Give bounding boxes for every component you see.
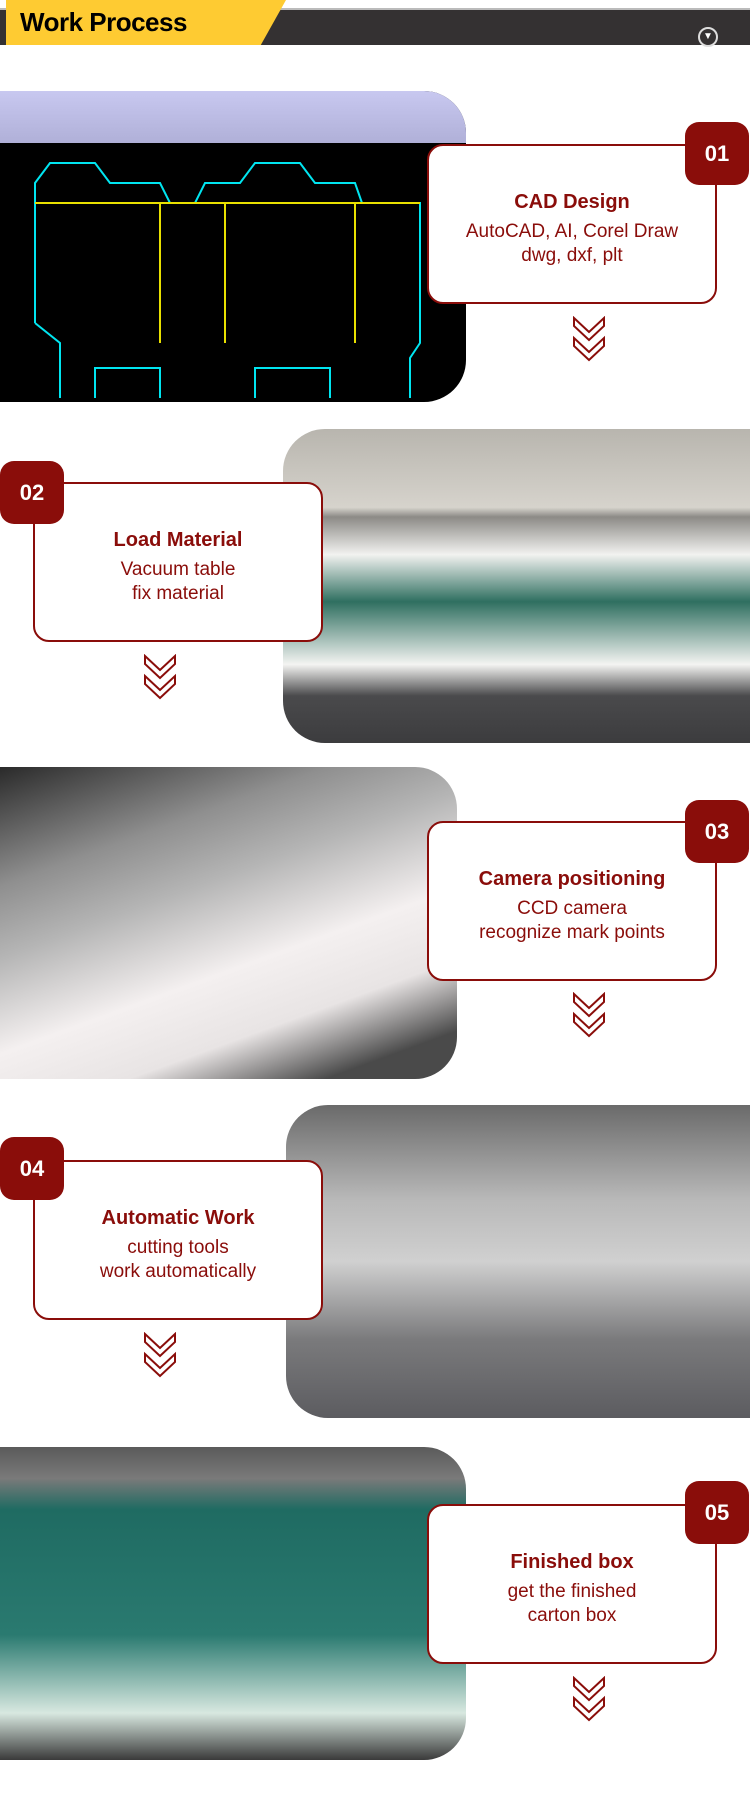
step-card-1: CAD Design AutoCAD, AI, Corel Draw dwg, … xyxy=(427,144,717,304)
step-line: Vacuum table xyxy=(120,558,236,580)
automatic-work-photo xyxy=(286,1105,750,1418)
step-number-badge: 05 xyxy=(685,1481,749,1544)
chevron-down-icon xyxy=(144,1332,176,1378)
chevron-down-icon xyxy=(573,992,605,1038)
step-title: CAD Design xyxy=(514,190,630,213)
step-line: CCD camera xyxy=(517,897,627,919)
step-number-badge: 02 xyxy=(0,461,64,524)
chevron-down-icon xyxy=(573,1676,605,1722)
step-card-5: Finished box get the finished carton box xyxy=(427,1504,717,1664)
step-line: work automatically xyxy=(99,1260,257,1282)
page-title: Work Process xyxy=(20,7,187,37)
step-card-4: Automatic Work cutting tools work automa… xyxy=(33,1160,323,1320)
step-number-badge: 03 xyxy=(685,800,749,863)
step-number-badge: 01 xyxy=(685,122,749,185)
step-card-2: Load Material Vacuum table fix material xyxy=(33,482,323,642)
chevron-down-icon xyxy=(144,654,176,700)
chevron-circle-down-icon[interactable]: ▼ xyxy=(698,27,718,47)
step-title: Camera positioning xyxy=(478,867,666,890)
step-line: carton box xyxy=(527,1604,617,1626)
step-title: Automatic Work xyxy=(101,1206,255,1229)
step-line: recognize mark points xyxy=(479,921,665,943)
camera-positioning-photo xyxy=(0,767,457,1079)
step-line: get the finished xyxy=(507,1580,637,1602)
step-card-3: Camera positioning CCD camera recognize … xyxy=(427,821,717,981)
finished-box-photo xyxy=(0,1447,466,1760)
step-number-badge: 04 xyxy=(0,1137,64,1200)
load-material-photo xyxy=(283,429,750,743)
cad-software-image xyxy=(0,91,466,402)
step-title: Finished box xyxy=(510,1550,634,1573)
chevron-down-icon xyxy=(573,316,605,362)
step-line: cutting tools xyxy=(127,1236,229,1258)
step-line: fix material xyxy=(132,582,224,604)
step-line: AutoCAD, AI, Corel Draw xyxy=(465,220,679,242)
step-line: dwg, dxf, plt xyxy=(521,244,623,266)
step-title: Load Material xyxy=(113,528,243,551)
header-tab: Work Process xyxy=(6,0,286,45)
